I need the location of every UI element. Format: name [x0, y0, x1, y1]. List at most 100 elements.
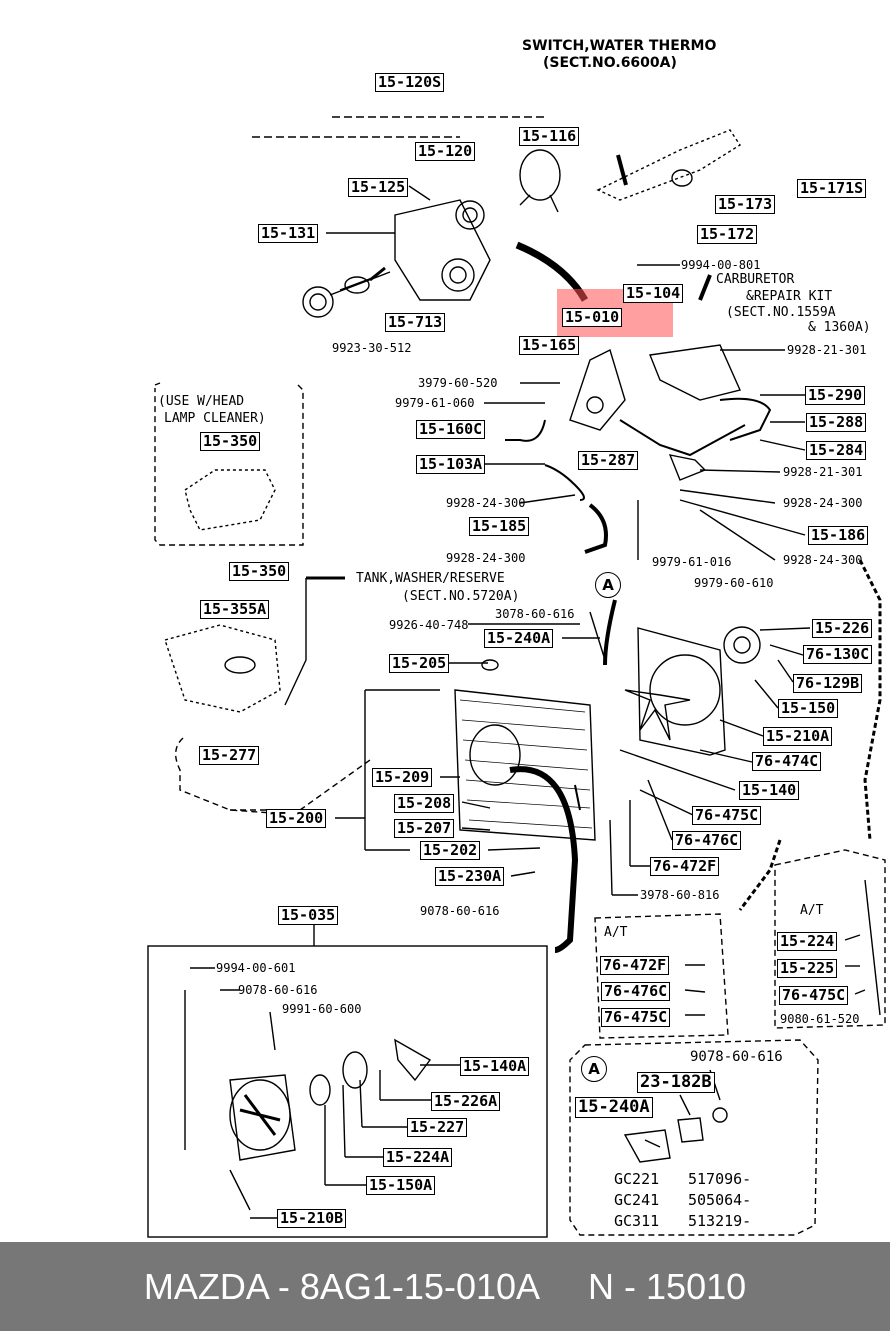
part-15-226[interactable]: 15-226 [812, 619, 873, 638]
part-15-010[interactable]: 15-010 [562, 308, 623, 327]
callout-a-upper: A [595, 572, 621, 598]
note-carburetor-1: CARBURETOR [716, 272, 795, 287]
part-15-116[interactable]: 15-116 [519, 127, 580, 146]
part-15-355A[interactable]: 15-355A [200, 600, 270, 619]
parts-diagram: SWITCH,WATER THERMO (SECT.NO.6600A) 15-1… [147, 38, 886, 1238]
part-15-277[interactable]: 15-277 [199, 746, 260, 765]
part-A-15-240A[interactable]: 15-240A [575, 1097, 653, 1118]
part-15-104[interactable]: 15-104 [623, 284, 684, 303]
note-carburetor-4: & 1360A) [808, 320, 871, 335]
part-15-210B[interactable]: 15-210B [277, 1209, 347, 1228]
note-headlamp-1: (USE W/HEAD [158, 394, 245, 409]
gc-number-2: 505064- [688, 1191, 752, 1209]
part-15-200[interactable]: 15-200 [266, 809, 327, 828]
part-76-472F[interactable]: 76-472F [650, 857, 720, 876]
part-15-172[interactable]: 15-172 [697, 225, 758, 244]
number-3979-60-520: 3979-60-520 [418, 376, 498, 390]
note-carburetor-2: &REPAIR KIT [746, 289, 833, 304]
part-15-035[interactable]: 15-035 [278, 906, 339, 925]
part-15-160C[interactable]: 15-160C [416, 420, 486, 439]
part-15-120S[interactable]: 15-120S [375, 73, 445, 92]
part-at-76-476C[interactable]: 76-476C [601, 982, 671, 1001]
part-15-131[interactable]: 15-131 [258, 224, 319, 243]
part-15-207[interactable]: 15-207 [394, 819, 455, 838]
part-15-226A[interactable]: 15-226A [431, 1092, 501, 1111]
gc-number-1: 517096- [688, 1170, 752, 1188]
part-at-15-224[interactable]: 15-224 [777, 932, 838, 951]
part-15-230A[interactable]: 15-230A [435, 867, 505, 886]
gc-number-3: 513219- [688, 1212, 752, 1230]
part-15-290[interactable]: 15-290 [805, 386, 866, 405]
part-15-350[interactable]: 15-350 [229, 562, 290, 581]
number-9928-24-300-c: 9928-24-300 [446, 551, 526, 565]
part-15-150A[interactable]: 15-150A [366, 1176, 436, 1195]
number-3978-60-816: 3978-60-816 [640, 888, 720, 902]
part-76-476C[interactable]: 76-476C [672, 831, 742, 850]
part-15-284[interactable]: 15-284 [806, 441, 867, 460]
part-15-185[interactable]: 15-185 [469, 517, 530, 536]
part-15-287[interactable]: 15-287 [578, 451, 639, 470]
number-9994-00-601: 9994-00-601 [216, 961, 296, 975]
part-15-210A[interactable]: 15-210A [763, 727, 833, 746]
part-15-140[interactable]: 15-140 [739, 781, 800, 800]
part-76-130C[interactable]: 76-130C [803, 645, 873, 664]
number-9994-00-801: 9994-00-801 [681, 258, 761, 272]
number-9928-21-301-top: 9928-21-301 [787, 343, 867, 357]
part-15-209[interactable]: 15-209 [372, 768, 433, 787]
part-15-103A[interactable]: 15-103A [416, 455, 486, 474]
footer-bar: MAZDA - 8AG1-15-010A N - 15010 [0, 1242, 890, 1331]
note-carburetor-3: (SECT.NO.1559A [726, 305, 836, 320]
part-15-208[interactable]: 15-208 [394, 794, 455, 813]
number-9928-24-300-a: 9928-24-300 [446, 496, 526, 510]
number-9928-21-301: 9928-21-301 [783, 465, 863, 479]
part-at-15-225[interactable]: 15-225 [777, 959, 838, 978]
note-tank-1: TANK,WASHER/RESERVE [356, 571, 505, 586]
number-9991-60-600: 9991-60-600 [282, 1002, 362, 1016]
header-line2: (SECT.NO.6600A) [543, 55, 677, 71]
part-15-205[interactable]: 15-205 [389, 654, 450, 673]
number-9080-61-520: 9080-61-520 [780, 1012, 860, 1026]
part-15-173[interactable]: 15-173 [715, 195, 776, 214]
callout-a-lower: A [581, 1056, 607, 1082]
part-15-202[interactable]: 15-202 [420, 841, 481, 860]
gc-code-3: GC311 [614, 1212, 660, 1230]
part-15-125[interactable]: 15-125 [348, 178, 409, 197]
part-15-165[interactable]: 15-165 [519, 336, 580, 355]
part-at-76-475C[interactable]: 76-475C [601, 1008, 671, 1027]
number-9923-30-512: 9923-30-512 [332, 341, 412, 355]
number-9979-61-016: 9979-61-016 [652, 555, 732, 569]
note-tank-2: (SECT.NO.5720A) [402, 589, 520, 604]
header-line1: SWITCH,WATER THERMO [522, 38, 717, 54]
part-15-227[interactable]: 15-227 [407, 1118, 468, 1137]
footer-catalog-number: N - 15010 [588, 1265, 747, 1307]
number-9928-24-300-b: 9928-24-300 [783, 496, 863, 510]
note-at-left: A/T [604, 925, 628, 940]
part-15-186[interactable]: 15-186 [808, 526, 869, 545]
note-headlamp-2: LAMP CLEANER) [164, 411, 266, 426]
note-at-right: A/T [800, 903, 824, 918]
part-15-140A[interactable]: 15-140A [460, 1057, 530, 1076]
gc-code-1: GC221 [614, 1170, 660, 1188]
number-9979-61-060: 9979-61-060 [395, 396, 475, 410]
part-15-713[interactable]: 15-713 [385, 313, 446, 332]
number-9078-60-616-b: 9078-60-616 [238, 983, 318, 997]
gc-code-2: GC241 [614, 1191, 660, 1209]
part-23-182B[interactable]: 23-182B [637, 1072, 715, 1093]
part-at-76-475C-right[interactable]: 76-475C [779, 986, 849, 1005]
part-15-171S[interactable]: 15-171S [797, 179, 867, 198]
part-15-350-cleaner[interactable]: 15-350 [200, 432, 261, 451]
part-76-475C[interactable]: 76-475C [692, 806, 762, 825]
diagram-line-art [147, 116, 886, 1238]
number-9078-60-616-a: 9078-60-616 [420, 904, 500, 918]
part-15-224A[interactable]: 15-224A [383, 1148, 453, 1167]
part-at-76-472F[interactable]: 76-472F [600, 956, 670, 975]
footer-part-code: MAZDA - 8AG1-15-010A [143, 1265, 541, 1307]
part-76-474C[interactable]: 76-474C [752, 752, 822, 771]
part-15-150[interactable]: 15-150 [778, 699, 839, 718]
number-9926-40-748: 9926-40-748 [389, 618, 469, 632]
part-15-120[interactable]: 15-120 [415, 142, 476, 161]
number-9979-60-610: 9979-60-610 [694, 576, 774, 590]
part-15-240A[interactable]: 15-240A [484, 629, 554, 648]
part-15-288[interactable]: 15-288 [806, 413, 867, 432]
part-76-129B[interactable]: 76-129B [793, 674, 863, 693]
